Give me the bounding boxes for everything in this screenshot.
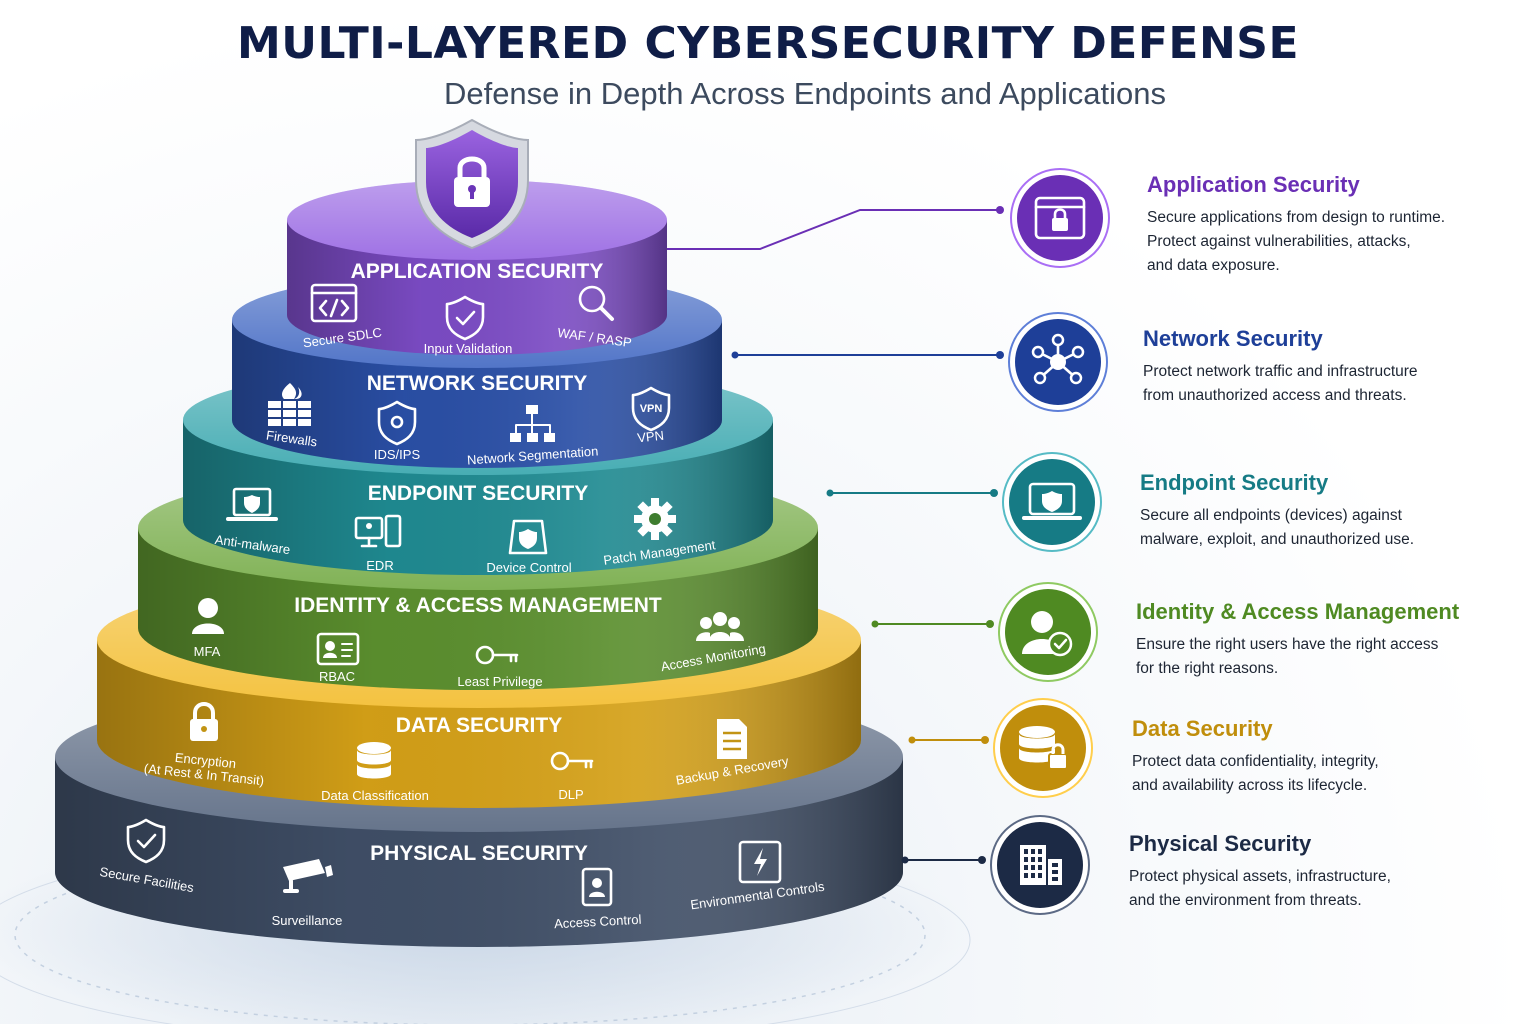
connector-dot [908, 736, 916, 744]
layer-title: APPLICATION SECURITY [351, 260, 604, 283]
hierarchy-icon [510, 405, 555, 442]
layer-title: ENDPOINT SECURITY [368, 482, 589, 505]
connector-dot [901, 856, 909, 864]
device-shield-icon [508, 519, 548, 555]
layer-title: NETWORK SECURITY [367, 372, 588, 395]
panel-description: Protect physical assets, infrastructure,… [1129, 868, 1391, 909]
monitor-server-icon [354, 514, 402, 548]
padlock-icon [190, 702, 218, 741]
panel-heading: Data Security [1132, 716, 1273, 741]
layer-item-label: Firewalls [265, 428, 318, 450]
layer-title: IDENTITY & ACCESS MANAGEMENT [294, 594, 662, 617]
id-card-icon [316, 632, 360, 666]
connector-dot [990, 489, 998, 497]
layer-title: PHYSICAL SECURITY [370, 842, 588, 865]
shield-eye-icon [377, 400, 417, 446]
badge-icon [581, 867, 613, 907]
panel-description: Secure applications from design to runti… [1147, 209, 1446, 274]
layer-item-label: MFA [194, 644, 221, 659]
laptop-shield-icon [1002, 452, 1102, 552]
connector-dot [826, 489, 834, 497]
shield-check-icon [126, 818, 166, 864]
connector-dot [996, 206, 1004, 214]
layer-item-label: Data Classification [321, 788, 429, 803]
layer-item-label: RBAC [319, 669, 355, 684]
key-icon [475, 645, 519, 665]
connector-dot [996, 351, 1004, 359]
firewall-icon [268, 383, 311, 426]
layer-item-label: Least Privilege [457, 674, 542, 689]
camera-icon [283, 859, 333, 893]
layer-item-label: VPN [636, 428, 664, 446]
layer-title: DATA SECURITY [396, 714, 562, 737]
vpn-shield-icon: VPN [631, 386, 671, 432]
database-icon [357, 742, 391, 779]
panel-heading: Physical Security [1129, 831, 1312, 856]
page-title: MULTI-LAYERED CYBERSECURITY DEFENSE [236, 18, 1300, 69]
layer-item-label: IDS/IPS [374, 447, 421, 462]
layer-item-label: Access Control [554, 912, 642, 932]
panel-heading: Endpoint Security [1140, 470, 1329, 495]
database-lock-icon [993, 698, 1093, 798]
connector-dot [978, 856, 986, 864]
network-node-icon [1008, 312, 1108, 412]
laptop-shield-icon [226, 487, 278, 521]
svg-text:VPN: VPN [640, 403, 663, 415]
panel-description: Ensure the right users have the right ac… [1136, 636, 1439, 677]
layer-item-label: Input Validation [424, 341, 513, 356]
connector-dot [986, 620, 994, 628]
building-icon [990, 815, 1090, 915]
panel-description: Secure all endpoints (devices) against m… [1140, 507, 1414, 548]
key-icon [550, 751, 594, 771]
panel-heading: Identity & Access Management [1136, 599, 1460, 624]
connector-dot [731, 351, 739, 359]
users-icon [696, 612, 744, 641]
panel-heading: Network Security [1143, 326, 1323, 351]
panel-description: Protect network traffic and infrastructu… [1143, 363, 1418, 404]
gear-icon [634, 498, 676, 540]
layer-item-label: Device Control [486, 560, 571, 575]
layer-item-label: DLP [558, 787, 583, 802]
code-window-icon [310, 283, 358, 323]
page-subtitle: Defense in Depth Across Endpoints and Ap… [443, 76, 1167, 111]
layer-item-label: Surveillance [272, 913, 343, 928]
user-icon [192, 598, 224, 634]
user-check-icon [998, 582, 1098, 682]
magnifier-icon [578, 285, 614, 321]
top-shield-lock-icon [415, 118, 529, 250]
connector-dot [981, 736, 989, 744]
connector-line [667, 209, 1000, 250]
browser-lock-icon [1010, 168, 1110, 268]
panel-description: Protect data confidentiality, integrity,… [1132, 753, 1379, 794]
document-icon [717, 719, 747, 759]
shield-check-icon [445, 295, 485, 341]
layer-item-label: EDR [366, 558, 393, 573]
power-panel-icon [738, 840, 782, 884]
panel-heading: Application Security [1147, 172, 1360, 197]
connector-dot [871, 620, 879, 628]
